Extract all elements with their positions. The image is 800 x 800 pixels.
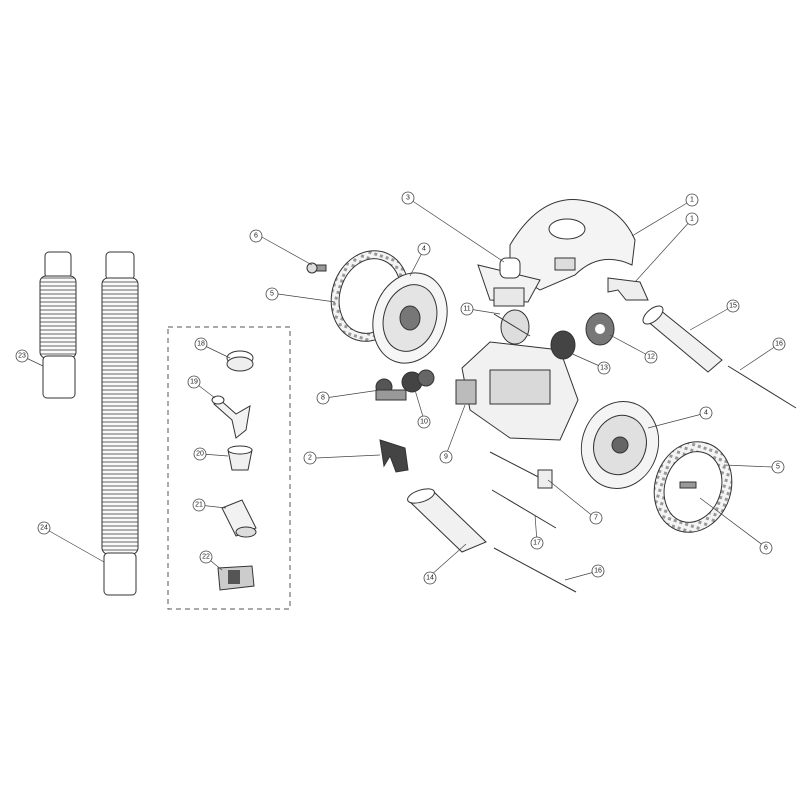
svg-text:14: 14	[426, 575, 434, 582]
callout-6b: 6	[759, 541, 773, 555]
axle-shaft	[489, 451, 553, 489]
y-connector	[211, 395, 251, 439]
axle-pin-left	[306, 262, 327, 274]
svg-text:19: 19	[190, 379, 198, 386]
svg-text:5: 5	[270, 291, 274, 298]
right-wheel-hub	[580, 401, 660, 489]
gear-pair	[401, 369, 435, 393]
svg-text:6: 6	[764, 545, 768, 552]
swivel-cuff	[217, 565, 255, 591]
callout-1a: 1	[685, 193, 699, 207]
callout-5b: 5	[771, 460, 785, 474]
accessory-box	[167, 326, 291, 610]
callout-7: 7	[589, 511, 603, 525]
svg-text:1: 1	[690, 197, 694, 204]
svg-text:21: 21	[195, 502, 203, 509]
svg-text:4: 4	[704, 410, 708, 417]
drive-roller-gear	[550, 330, 576, 360]
callout-5a: 5	[265, 287, 279, 301]
callout-14: 14	[423, 571, 437, 585]
callout-16a: 16	[772, 337, 786, 351]
callout-23: 23	[15, 349, 29, 363]
hose-long	[101, 251, 139, 596]
callout-9: 9	[439, 450, 453, 464]
svg-text:12: 12	[647, 354, 655, 361]
adapter-ring	[226, 350, 254, 372]
cone-adapter	[227, 445, 253, 471]
callout-3: 3	[401, 191, 415, 205]
callout-13: 13	[597, 361, 611, 375]
callout-4b: 4	[699, 406, 713, 420]
svg-text:16: 16	[594, 568, 602, 575]
side-bracket	[379, 439, 409, 473]
top-cover	[509, 199, 636, 291]
gear-small-left	[375, 378, 407, 401]
svg-text:7: 7	[594, 515, 598, 522]
chassis	[455, 341, 579, 441]
callout-19: 19	[187, 375, 201, 389]
brush-roller-lower	[407, 488, 487, 553]
callouts: 1 1 2 3 4 4 5 5 6 6 7 8 9 10 11 12 13 14…	[15, 191, 786, 585]
straight-connector	[221, 499, 257, 538]
callout-4a: 4	[417, 242, 431, 256]
track-strip-upper	[727, 365, 797, 409]
svg-text:10: 10	[420, 419, 428, 426]
svg-text:20: 20	[196, 451, 204, 458]
callout-6a: 6	[249, 229, 263, 243]
svg-text:5: 5	[776, 464, 780, 471]
svg-text:1: 1	[690, 216, 694, 223]
svg-text:13: 13	[600, 365, 608, 372]
svg-text:9: 9	[444, 454, 448, 461]
svg-text:23: 23	[18, 353, 26, 360]
svg-text:6: 6	[254, 233, 258, 240]
idler-gear	[585, 312, 615, 346]
svg-text:18: 18	[197, 341, 205, 348]
right-tire	[653, 441, 733, 533]
callout-22: 22	[199, 550, 213, 564]
svg-text:17: 17	[533, 540, 541, 547]
svg-text:2: 2	[308, 455, 312, 462]
side-clip	[607, 277, 649, 301]
callout-2: 2	[303, 451, 317, 465]
callout-12: 12	[644, 350, 658, 364]
track-strip-lower	[493, 547, 577, 593]
svg-text:8: 8	[321, 395, 325, 402]
callout-15: 15	[726, 299, 740, 313]
callout-11: 11	[460, 302, 474, 316]
svg-text:16: 16	[775, 341, 783, 348]
hose-short	[39, 251, 77, 399]
callout-17: 17	[530, 536, 544, 550]
callout-16b: 16	[591, 564, 605, 578]
svg-text:11: 11	[463, 306, 470, 313]
svg-text:24: 24	[40, 525, 48, 532]
intake-bracket	[477, 257, 541, 307]
svg-text:3: 3	[406, 195, 410, 202]
callout-1b: 1	[685, 212, 699, 226]
left-wheel-hub	[372, 272, 448, 364]
callout-8: 8	[316, 391, 330, 405]
impeller-gear	[493, 309, 531, 345]
callout-21: 21	[192, 498, 206, 512]
svg-text:15: 15	[729, 303, 737, 310]
callout-18: 18	[194, 337, 208, 351]
svg-text:4: 4	[422, 246, 426, 253]
svg-text:22: 22	[202, 554, 210, 561]
brush-roller-upper	[642, 305, 723, 373]
callout-10: 10	[417, 415, 431, 429]
flat-strip	[491, 489, 557, 529]
callout-24: 24	[37, 521, 51, 535]
callout-20: 20	[193, 447, 207, 461]
